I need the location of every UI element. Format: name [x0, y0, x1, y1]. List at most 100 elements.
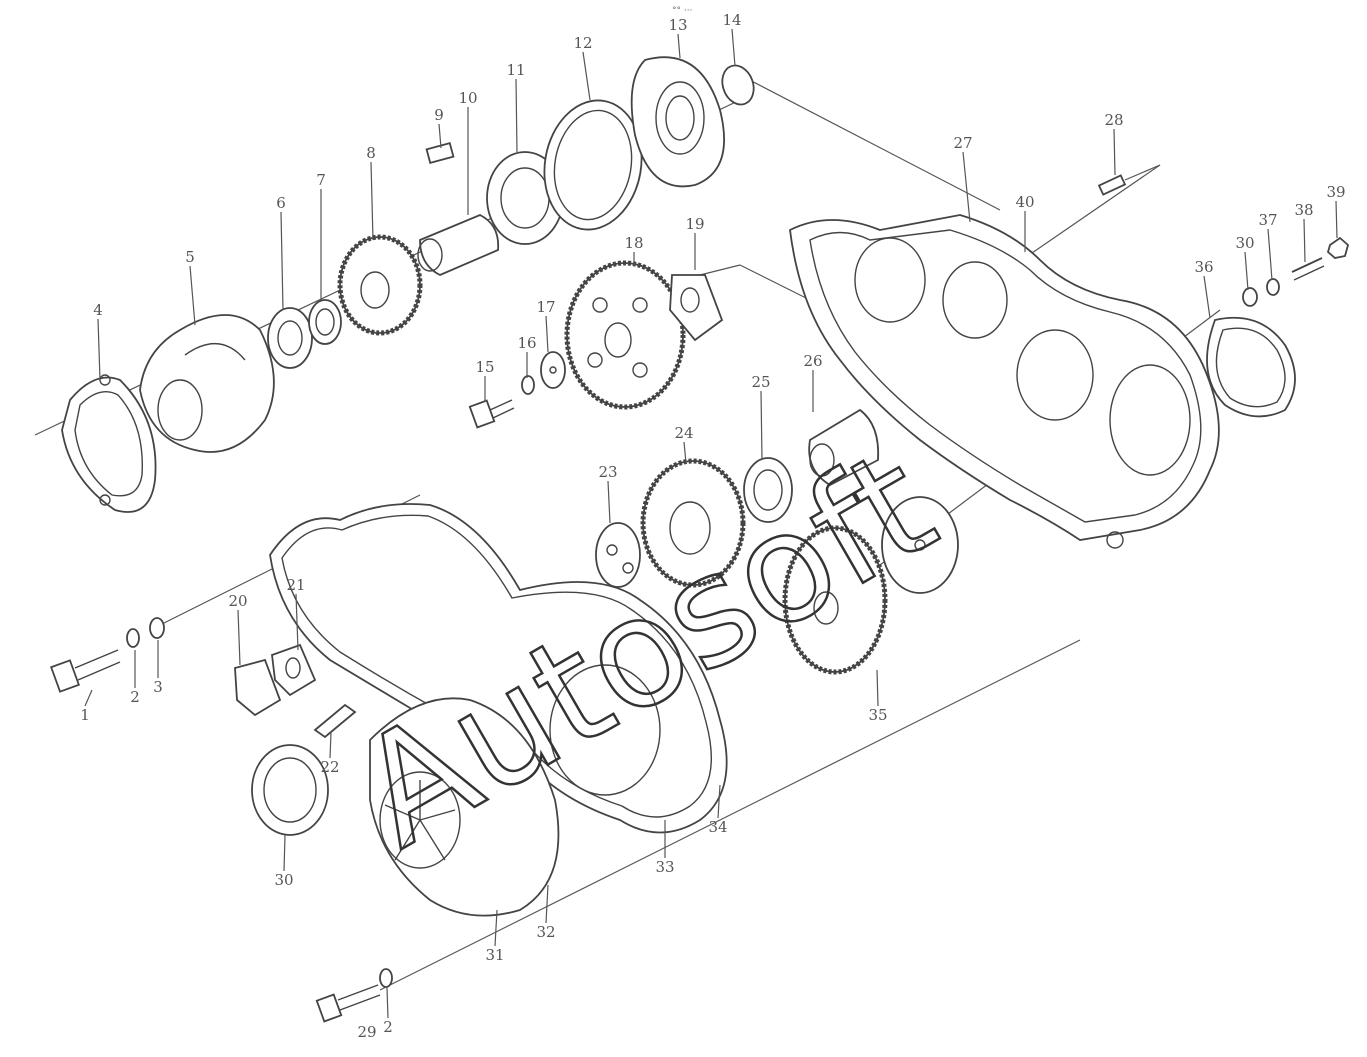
leader-line-p35 — [876, 669, 879, 707]
part-label-p11: 11 — [506, 61, 525, 79]
leader-line-p34 — [717, 784, 721, 819]
seal-7 — [308, 299, 342, 345]
washer-3 — [149, 617, 165, 639]
part-label-p23: 23 — [598, 463, 617, 481]
washer-2a — [126, 628, 140, 648]
nut-39 — [1326, 236, 1350, 259]
gear-8 — [337, 234, 423, 336]
leader-line-p39 — [1335, 200, 1338, 239]
front-cover — [369, 697, 560, 917]
leader-line-p22 — [329, 732, 332, 759]
leader-line-p11 — [515, 78, 518, 153]
part-label-p39: 39 — [1326, 183, 1345, 201]
part-label-p20: 20 — [228, 592, 247, 610]
leader-line-p31 — [494, 909, 498, 947]
part-label-p26: 26 — [803, 352, 822, 370]
leader-line-p27 — [962, 151, 971, 223]
part-label-p17: 17 — [536, 298, 555, 316]
leader-line-p4 — [97, 318, 101, 381]
bearing-6 — [267, 307, 313, 369]
leader-line-p24 — [683, 441, 687, 464]
plate-21 — [271, 643, 317, 697]
leader-line-p30a — [283, 834, 286, 872]
dowel-28 — [1097, 164, 1161, 196]
part-label-p34: 34 — [708, 818, 727, 836]
leader-line-p6 — [280, 211, 284, 311]
washer-37 — [1266, 278, 1280, 296]
shaft-10 — [417, 214, 500, 276]
leader-line-p14 — [731, 28, 736, 67]
part-label-p27: 27 — [953, 134, 972, 152]
pin-22 — [313, 703, 357, 739]
part-label-p15: 15 — [475, 358, 494, 376]
part-label-p30a: 30 — [274, 871, 293, 889]
part-label-p40: 40 — [1015, 193, 1034, 211]
leader-line-p2b — [386, 987, 389, 1019]
housing-5 — [139, 314, 275, 453]
part-label-p14: 14 — [722, 11, 741, 29]
leader-line-p9 — [438, 123, 442, 149]
leader-line-p32 — [545, 884, 549, 924]
part-label-p31: 31 — [485, 946, 504, 964]
leader-line-p5 — [189, 265, 196, 326]
part-label-p28: 28 — [1104, 111, 1123, 129]
leader-line-p1 — [84, 689, 93, 707]
gear-35 — [782, 525, 888, 675]
washer-30b — [1242, 287, 1258, 307]
bolt-15 — [468, 399, 515, 429]
part-label-p10: 10 — [458, 89, 477, 107]
part-label-p32: 32 — [536, 923, 555, 941]
gear-housing-27 — [789, 214, 1220, 549]
part-label-p24: 24 — [674, 424, 693, 442]
leader-line-p36 — [1203, 275, 1211, 319]
plate-19 — [669, 274, 724, 342]
part-label-p9: 9 — [434, 106, 444, 124]
leader-line-p37 — [1267, 228, 1273, 281]
bushing-25 — [743, 457, 793, 523]
plate-20 — [234, 658, 282, 717]
part-label-p22: 22 — [320, 758, 339, 776]
gasket-12 — [543, 99, 643, 231]
part-label-p21: 21 — [286, 576, 305, 594]
part-label-p13: 13 — [668, 16, 687, 34]
leader-line-p30b — [1244, 251, 1249, 291]
part-label-p33: 33 — [655, 858, 674, 876]
leader-line-p28 — [1113, 128, 1116, 176]
part-label-p29: 29 — [357, 1023, 376, 1041]
part-label-p37: 37 — [1258, 211, 1277, 229]
part-label-p7: 7 — [316, 171, 326, 189]
leader-line-p13 — [677, 33, 681, 59]
stud-38 — [1291, 257, 1325, 281]
part-label-p25: 25 — [751, 373, 770, 391]
hub-flange — [881, 496, 959, 594]
washer-2b — [379, 968, 393, 988]
header-mark: °° ··· — [672, 6, 692, 16]
o-ring-14 — [721, 64, 755, 106]
leader-line-p12 — [582, 51, 591, 101]
part-label-p30b: 30 — [1235, 234, 1254, 252]
bolt-1 — [50, 649, 121, 693]
seal-30 — [251, 744, 329, 836]
part-label-p12: 12 — [573, 34, 592, 52]
bolt-29 — [315, 984, 381, 1023]
part-label-p1: 1 — [80, 706, 90, 724]
gear-18 — [564, 260, 686, 410]
part-label-p18: 18 — [624, 234, 643, 252]
part-label-p5: 5 — [185, 248, 195, 266]
thrust-washer-23 — [595, 522, 641, 588]
part-label-p35: 35 — [868, 706, 887, 724]
part-label-p36: 36 — [1194, 258, 1213, 276]
gasket-36 — [1206, 316, 1296, 418]
leader-line-p21 — [295, 593, 299, 651]
shaft-26 — [808, 408, 880, 487]
gasket-4 — [61, 374, 157, 513]
part-label-p3: 3 — [153, 678, 163, 696]
part-label-p4: 4 — [93, 301, 103, 319]
part-label-p6: 6 — [276, 194, 286, 212]
part-label-p8: 8 — [366, 144, 376, 162]
leader-line-p25 — [760, 390, 763, 461]
washer-16 — [521, 375, 535, 395]
part-label-p2b: 2 — [383, 1018, 393, 1036]
